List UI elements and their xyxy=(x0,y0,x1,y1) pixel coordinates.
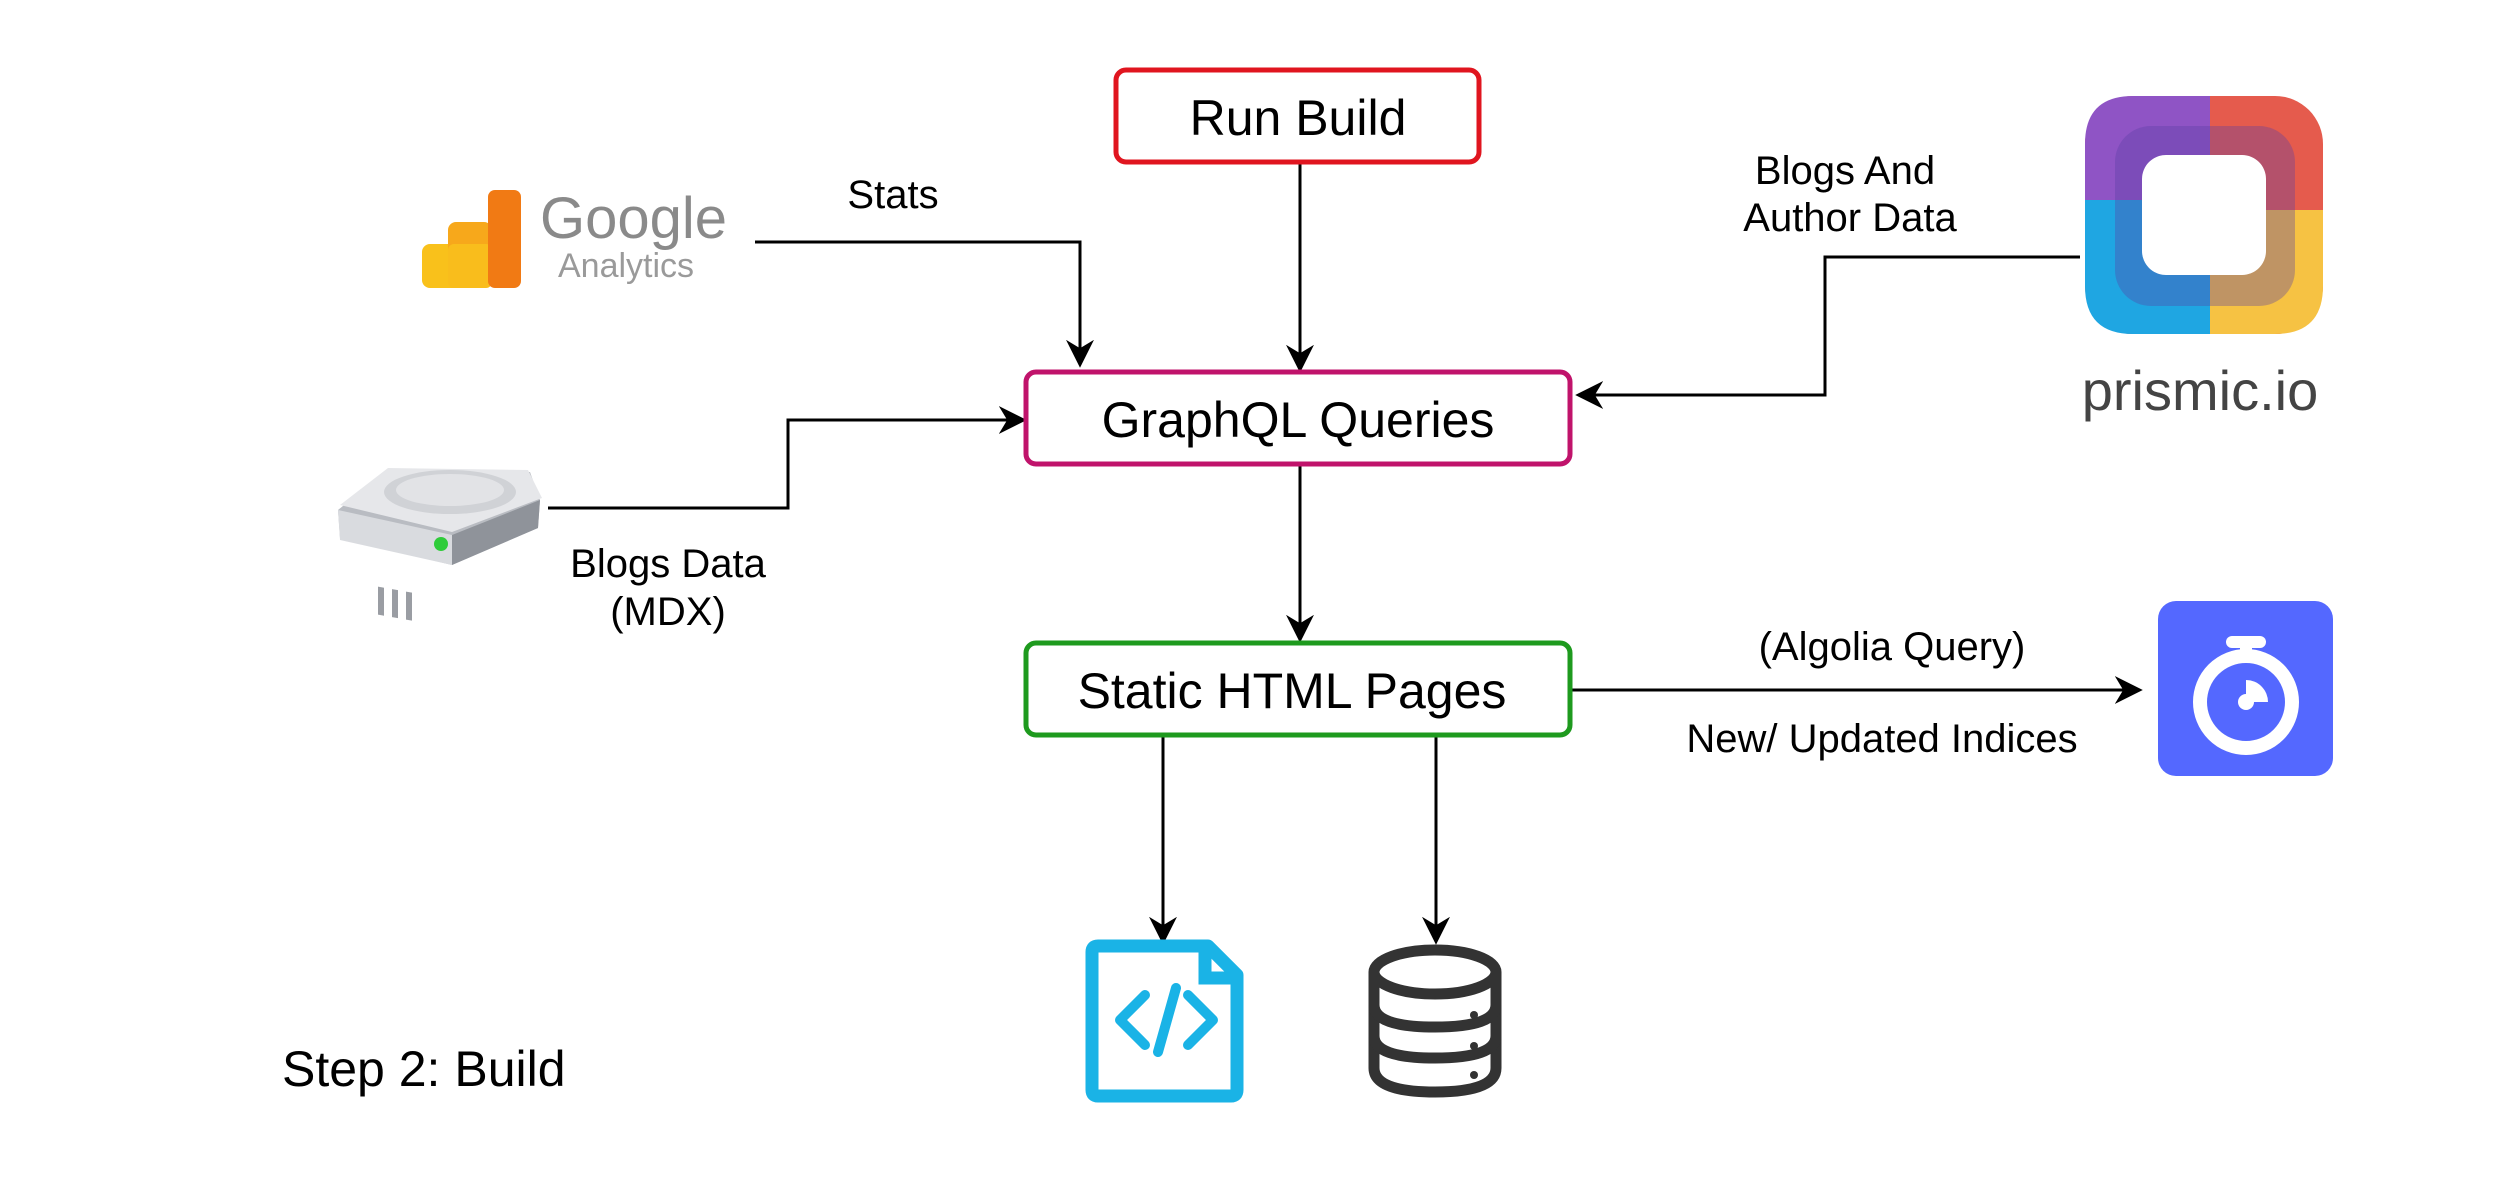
graphql-box xyxy=(1023,369,1573,467)
google-analytics-word: Google xyxy=(540,186,727,251)
static-html-box xyxy=(1023,640,1573,738)
step-caption: Step 2: Build xyxy=(282,1041,566,1097)
google-analytics-logo: Google Analytics xyxy=(422,186,727,288)
edge-analytics-to-graphql xyxy=(755,240,1094,368)
google-analytics-icon xyxy=(422,190,521,288)
algolia-stopwatch-icon xyxy=(2158,601,2333,776)
prismic-icon xyxy=(2085,96,2323,334)
node-graphql-queries: GraphQL Queries xyxy=(1023,369,1573,467)
html-file-icon xyxy=(1085,939,1244,1103)
blogs-data-label-line2: (MDX) xyxy=(610,590,726,634)
node-run-build: Run Build xyxy=(1113,67,1482,165)
prismic-logo: prismic.io xyxy=(2082,96,2323,422)
edge-labels: Stats Blogs And Author Data Blogs Data (… xyxy=(570,149,2078,761)
algolia-query-label: (Algolia Query) xyxy=(1759,625,2026,669)
run-build-label: Run Build xyxy=(1190,90,1407,146)
blogs-data-label-line1: Blogs Data xyxy=(570,542,766,586)
prismic-word: prismic.io xyxy=(2082,359,2318,422)
stats-label: Stats xyxy=(847,173,938,217)
edge-prismic-to-graphql xyxy=(1575,255,2080,409)
graphql-label: GraphQL Queries xyxy=(1102,392,1495,448)
edge-disk-to-graphql xyxy=(548,406,1027,510)
hard-drive-icon xyxy=(338,468,542,621)
database-icon xyxy=(1368,944,1502,1098)
blogs-author-label-line2: Author Data xyxy=(1743,196,1957,240)
static-html-label: Static HTML Pages xyxy=(1078,663,1507,719)
node-static-html-pages: Static HTML Pages xyxy=(1023,640,1573,738)
run-build-box xyxy=(1113,67,1482,165)
google-analytics-subword: Analytics xyxy=(558,247,694,285)
blogs-author-label-line1: Blogs And xyxy=(1755,149,1935,193)
edges xyxy=(548,162,2143,945)
new-indices-label: New/ Updated Indices xyxy=(1686,717,2077,761)
